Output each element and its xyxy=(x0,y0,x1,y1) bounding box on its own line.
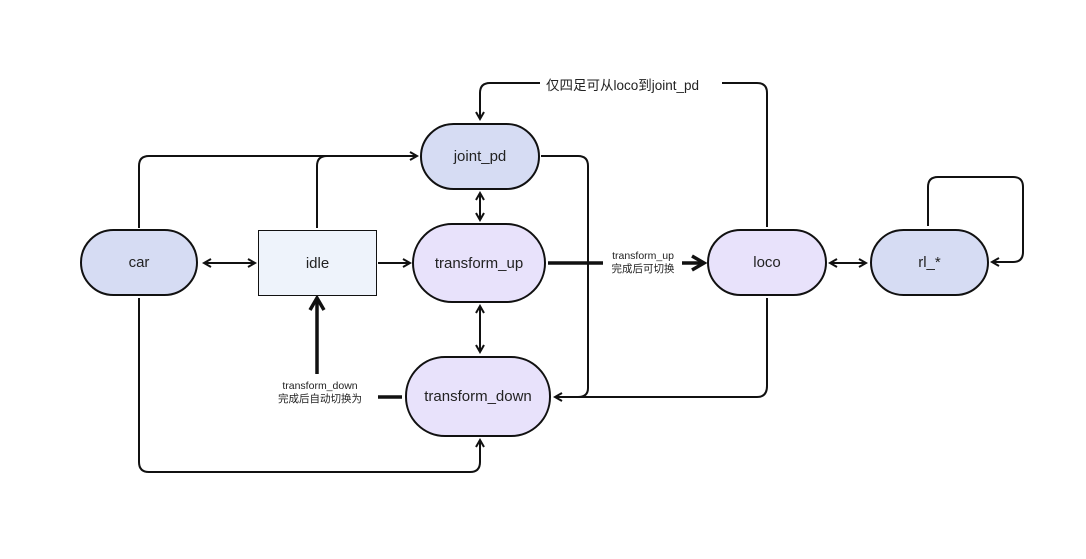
label-transform-down-switch: transform_down 完成后自动切换为 xyxy=(272,380,368,406)
edge-jointpd-transform-down xyxy=(541,155,589,397)
node-joint-pd[interactable]: joint_pd xyxy=(420,123,540,190)
label-transform-down-switch-line2: 完成后自动切换为 xyxy=(278,393,362,405)
label-transform-up-switch-line2: 完成后可切换 xyxy=(611,263,675,275)
node-joint-pd-label: joint_pd xyxy=(453,148,507,165)
edge-loco-jointpd xyxy=(722,82,768,227)
node-loco-label: loco xyxy=(753,254,781,271)
edge-idle-jointpd xyxy=(316,155,417,228)
node-car[interactable]: car xyxy=(80,229,198,296)
edge-rl-self xyxy=(927,176,1024,262)
edge-car-jointpd xyxy=(138,156,417,228)
node-loco[interactable]: loco xyxy=(707,229,827,296)
label-transform-up-switch: transform_up 完成后可切换 xyxy=(604,250,682,276)
label-loco-to-jointpd: 仅四足可从loco到joint_pd xyxy=(540,74,706,94)
node-rl[interactable]: rl_* xyxy=(870,229,989,296)
label-transform-up-switch-line1: transform_up xyxy=(612,250,674,262)
node-idle-label: idle xyxy=(305,254,330,272)
node-rl-label: rl_* xyxy=(918,254,941,271)
node-transform-down[interactable]: transform_down xyxy=(405,356,551,437)
label-transform-down-switch-line1: transform_down xyxy=(282,380,358,392)
edge-car-transform-down xyxy=(138,298,480,473)
node-car-label: car xyxy=(128,254,150,271)
node-transform-up-label: transform_up xyxy=(434,254,524,272)
node-transform-down-label: transform_down xyxy=(424,388,532,405)
node-idle[interactable]: idle xyxy=(258,230,377,296)
edge-loco-transform-down xyxy=(560,298,768,398)
node-transform-up[interactable]: transform_up xyxy=(412,223,546,303)
